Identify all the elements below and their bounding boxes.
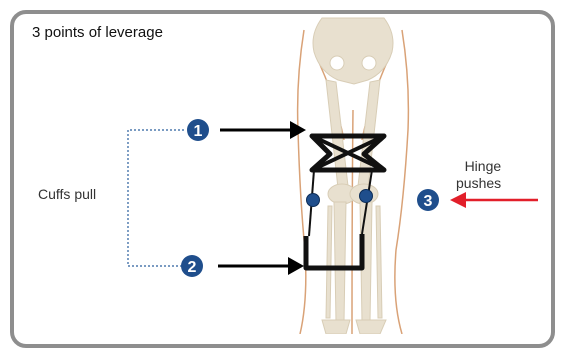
svg-text:3: 3 bbox=[424, 193, 433, 210]
pelvis bbox=[313, 18, 393, 84]
marker-3: 3 bbox=[417, 189, 439, 211]
cuffs-pull-label: Cuffs pull bbox=[38, 186, 96, 202]
cuffs-bracket bbox=[128, 130, 184, 266]
svg-text:2: 2 bbox=[188, 259, 197, 276]
svg-text:1: 1 bbox=[194, 123, 203, 140]
left-foot bbox=[322, 320, 350, 334]
right-foot bbox=[356, 320, 386, 334]
hinge-label-line2: pushes bbox=[456, 175, 501, 192]
marker-2: 2 bbox=[181, 255, 203, 277]
left-tibia bbox=[334, 202, 346, 322]
right-fibula bbox=[376, 206, 382, 318]
pull-arrow-2 bbox=[218, 257, 304, 275]
left-hinge-dot bbox=[307, 194, 320, 207]
diagram-title: 3 points of leverage bbox=[32, 24, 163, 41]
pull-arrow-1 bbox=[220, 121, 306, 139]
hinge-pushes-label: Hinge pushes bbox=[456, 158, 501, 192]
marker-1: 1 bbox=[187, 119, 209, 141]
right-hinge-dot bbox=[360, 190, 373, 203]
left-fibula bbox=[326, 206, 332, 318]
hinge-label-line1: Hinge bbox=[456, 158, 501, 175]
push-arrow bbox=[450, 192, 538, 208]
lower-cuff bbox=[306, 234, 362, 268]
